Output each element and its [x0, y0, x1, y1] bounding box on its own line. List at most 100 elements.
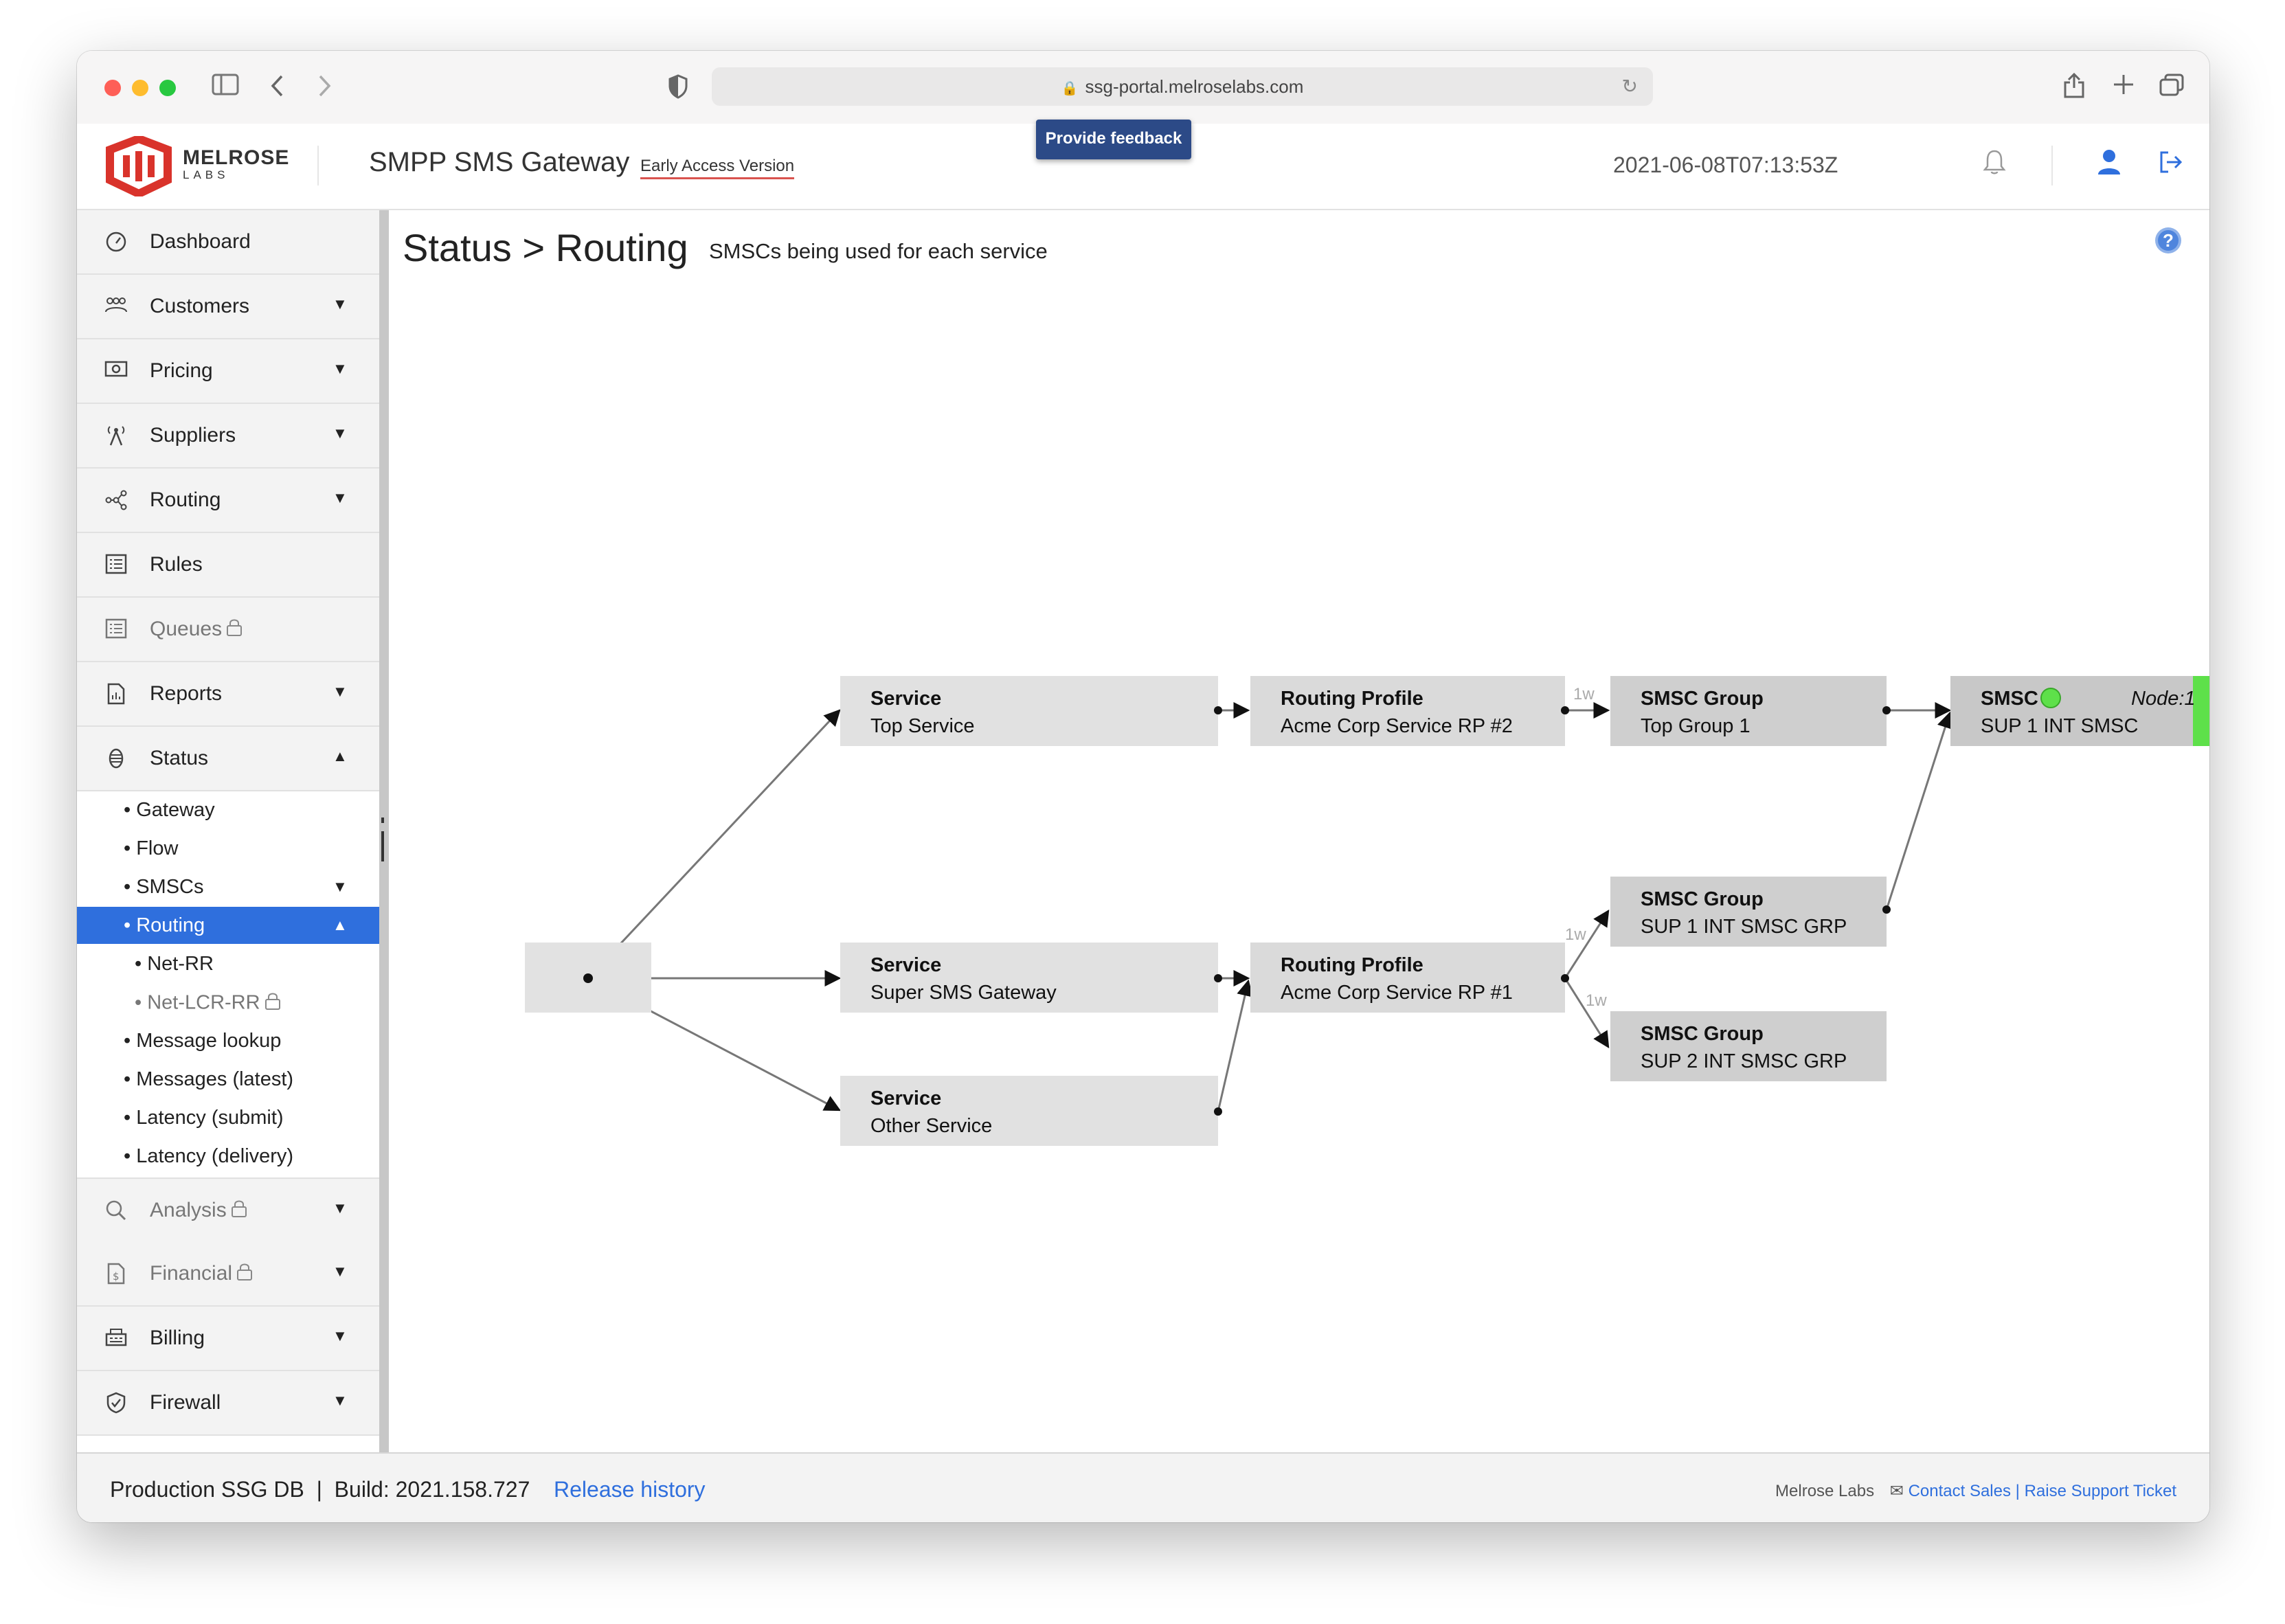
svg-text:?: ?	[2163, 230, 2174, 251]
edge-weight-label: 1w	[1586, 991, 1607, 1010]
billing-icon	[104, 1327, 128, 1351]
submenu-item-label: • Messages (latest)	[124, 1068, 294, 1090]
notifications-bell-icon[interactable]	[1983, 148, 2006, 179]
node-smsc[interactable]: SMSC Node:1 SUP 1 INT SMSC	[1950, 676, 2209, 746]
chevron-down-icon: ▼	[333, 1263, 348, 1280]
sidebar-item-rules[interactable]: Rules	[77, 533, 379, 598]
submenu-item-flow[interactable]: • Flow	[77, 830, 379, 867]
new-tab-icon[interactable]	[2112, 73, 2135, 101]
sidebar-item-dashboard[interactable]: Dashboard	[77, 210, 379, 275]
node-title: Service	[870, 954, 941, 976]
submenu-item-routing[interactable]: • Routing ▲	[77, 907, 379, 944]
submenu-item-smscs[interactable]: • SMSCs ▼	[77, 868, 379, 905]
node-smsc-group-top[interactable]: SMSC Group Top Group 1	[1610, 676, 1887, 746]
raise-support-ticket-link[interactable]: Raise Support Ticket	[2024, 1482, 2176, 1500]
node-routing-profile-2[interactable]: Routing Profile Acme Corp Service RP #2	[1250, 676, 1565, 746]
reports-icon	[104, 683, 128, 706]
sidebar-item-analysis[interactable]: Analysis ▼	[77, 1177, 379, 1243]
sidebar-item-suppliers[interactable]: Suppliers ▼	[77, 404, 379, 469]
release-history-link[interactable]: Release history	[554, 1477, 706, 1502]
node-title: Service	[870, 688, 941, 710]
smsc-status-bar	[2193, 676, 2209, 746]
dashboard-icon	[104, 231, 128, 254]
submenu-item-net-lcr-rr[interactable]: • Net-LCR-RR	[77, 984, 379, 1021]
page-title: Status > Routing	[403, 226, 688, 269]
chevron-up-icon: ▲	[333, 747, 348, 765]
logout-icon[interactable]	[2157, 148, 2185, 179]
sidebar-item-pricing[interactable]: Pricing ▼	[77, 339, 379, 404]
submenu-item-message-lookup[interactable]: • Message lookup	[77, 1022, 379, 1059]
user-profile-icon[interactable]	[2097, 148, 2121, 179]
submenu-item-label: • Gateway	[124, 799, 215, 821]
chevron-up-icon: ▲	[333, 916, 348, 934]
svg-text:$: $	[113, 1270, 120, 1283]
node-label: Super SMS Gateway	[870, 982, 1057, 1004]
sidebar-item-label: Status	[150, 747, 209, 769]
connector-dots	[583, 706, 1891, 1116]
sidebar-item-queues[interactable]: Queues	[77, 598, 379, 662]
status-icon	[104, 747, 128, 771]
sidebar-item-label: Queues	[150, 618, 223, 640]
sidebar-item-label: Routing	[150, 488, 221, 511]
submenu-item-gateway[interactable]: • Gateway	[77, 791, 379, 828]
sidebar-item-label-wrap: Queues	[150, 618, 243, 642]
sidebar-item-label: Analysis	[150, 1199, 227, 1221]
sidebar-item-label-wrap: Analysis	[150, 1199, 247, 1223]
node-label: SUP 2 INT SMSC GRP	[1641, 1050, 1847, 1072]
node-service-super[interactable]: Service Super SMS Gateway	[840, 943, 1218, 1013]
routing-diagram: Service Top Service Service Super SMS Ga…	[525, 676, 2209, 1146]
provide-feedback-button[interactable]: Provide feedback	[1036, 120, 1191, 159]
logo-wordmark: MELROSE LABS	[183, 147, 289, 181]
contact-sales-link[interactable]: Contact Sales	[1908, 1482, 2011, 1500]
submenu-item-messages-latest[interactable]: • Messages (latest)	[77, 1061, 379, 1098]
submenu-item-net-rr[interactable]: • Net-RR	[77, 945, 379, 982]
node-label: Top Group 1	[1641, 715, 1751, 737]
edge-rp1-sup2-group	[1564, 978, 1610, 1049]
sidebar-item-label: Customers	[150, 295, 250, 317]
sidebar-item-routing[interactable]: Routing ▼	[77, 469, 379, 533]
back-icon[interactable]	[269, 74, 284, 102]
share-icon[interactable]	[2062, 71, 2086, 104]
lock-icon: 🔒	[1061, 81, 1079, 96]
rules-icon	[104, 554, 128, 577]
pricing-icon	[104, 360, 128, 383]
sidebar-item-firewall[interactable]: Firewall ▼	[77, 1371, 379, 1436]
build-info: Production SSG DB | Build: 2021.158.727	[110, 1477, 530, 1502]
footer-links: Melrose Labs ✉ Contact Sales | Raise Sup…	[1775, 1481, 2176, 1501]
node-smsc-group-sup1[interactable]: SMSC Group SUP 1 INT SMSC GRP	[1610, 877, 1887, 947]
chevron-down-icon: ▼	[333, 683, 348, 700]
help-icon[interactable]: ?	[2153, 225, 2183, 259]
sidebar-item-billing[interactable]: Billing ▼	[77, 1307, 379, 1371]
minimize-window-button[interactable]	[132, 80, 148, 96]
sidebar-item-financial[interactable]: $ Financial ▼	[77, 1242, 379, 1307]
close-window-button[interactable]	[104, 80, 121, 96]
maximize-window-button[interactable]	[159, 80, 176, 96]
melrose-logo-icon[interactable]	[102, 134, 176, 200]
sidebar-item-label: Firewall	[150, 1391, 221, 1414]
tab-overview-icon[interactable]	[2159, 73, 2185, 102]
address-bar[interactable]: 🔒ssg-portal.melroselabs.com ↻	[712, 67, 1653, 106]
forward-icon[interactable]	[317, 74, 333, 102]
node-title: SMSC Group	[1641, 1023, 1764, 1045]
node-id: Node:1	[2131, 688, 2196, 710]
edge-rp1-sup1-group	[1564, 909, 1610, 979]
header-divider	[317, 146, 319, 185]
node-service-top[interactable]: Service Top Service	[840, 676, 1218, 746]
routing-icon	[104, 489, 128, 512]
header-divider-right	[2051, 146, 2053, 185]
server-timestamp: 2021-06-08T07:13:53Z	[1613, 153, 1838, 177]
sidebar-item-status[interactable]: Status ▲	[77, 727, 379, 791]
sidebar-resize-handle[interactable]	[379, 210, 389, 1452]
sidebar-toggle-icon[interactable]	[212, 73, 239, 101]
submenu-item-latency-delivery[interactable]: • Latency (delivery)	[77, 1138, 379, 1175]
node-routing-profile-1[interactable]: Routing Profile Acme Corp Service RP #1	[1250, 943, 1565, 1013]
sidebar-item-customers[interactable]: Customers ▼	[77, 275, 379, 339]
edge-weight-label: 1w	[1565, 925, 1586, 944]
sidebar-item-reports[interactable]: Reports ▼	[77, 662, 379, 727]
node-smsc-group-sup2[interactable]: SMSC Group SUP 2 INT SMSC GRP	[1610, 1011, 1887, 1081]
queues-icon	[104, 618, 128, 642]
privacy-shield-icon[interactable]	[668, 74, 688, 104]
node-service-other[interactable]: Service Other Service	[840, 1076, 1218, 1146]
submenu-item-latency-submit[interactable]: • Latency (submit)	[77, 1099, 379, 1136]
reload-icon[interactable]: ↻	[1621, 76, 1638, 97]
